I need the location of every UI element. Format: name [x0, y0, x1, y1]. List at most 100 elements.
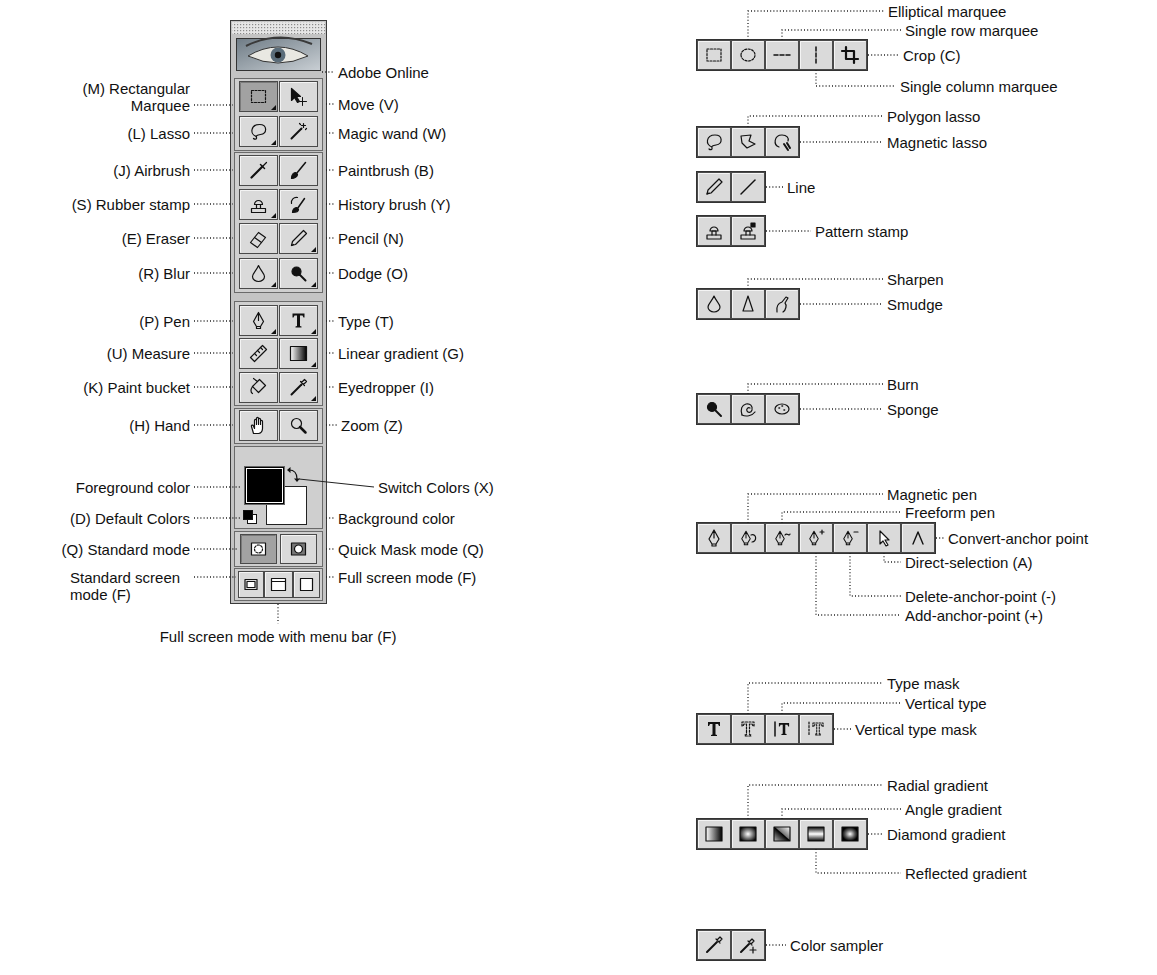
leader-line	[766, 230, 811, 231]
button-highlight	[241, 83, 277, 111]
leader-line	[748, 785, 883, 819]
button-highlight	[835, 525, 866, 552]
tool-label: (M) Rectangular Marquee	[65, 80, 190, 114]
flyout-panel	[697, 216, 766, 247]
button-highlight	[241, 157, 277, 185]
icon-stroke	[252, 125, 266, 140]
tool-icon	[774, 55, 790, 56]
tool-group	[235, 447, 323, 529]
tool-icon	[293, 314, 305, 328]
button-highlight	[266, 573, 292, 597]
icon-stroke	[751, 535, 756, 542]
tool-label: Smudge	[887, 296, 943, 313]
tool-button	[698, 128, 731, 157]
leader-line	[766, 944, 786, 945]
tool-icon	[292, 380, 307, 395]
flyout-triangle	[311, 329, 316, 334]
toolbox-frame	[231, 21, 327, 604]
tool-icon	[253, 266, 265, 282]
icon-stroke	[264, 163, 267, 166]
icon-stroke	[775, 135, 788, 147]
button-highlight	[281, 260, 317, 288]
tool-button	[732, 931, 765, 960]
icon-stroke	[854, 531, 858, 532]
button-highlight	[801, 821, 832, 848]
tool-label: Color sampler	[790, 937, 883, 954]
tool-button	[280, 339, 318, 369]
tool-icon	[707, 49, 721, 61]
icon-stroke	[251, 387, 253, 394]
button-highlight	[241, 225, 277, 253]
leader-line	[800, 303, 883, 304]
tool-button	[732, 715, 765, 744]
leader-line	[748, 11, 884, 40]
flyout-panel	[697, 172, 766, 203]
icon-stroke	[255, 348, 263, 356]
button-highlight	[699, 218, 730, 245]
tool-group	[235, 409, 323, 444]
icon-stroke	[300, 275, 306, 281]
foreground-swatch	[245, 467, 285, 505]
icon-stroke	[751, 223, 755, 227]
leader-line	[194, 203, 233, 204]
icon-stroke	[292, 129, 302, 139]
tool-button	[240, 339, 278, 369]
icon-stroke	[820, 530, 824, 534]
leader-line	[326, 548, 334, 549]
icon-stroke	[844, 531, 853, 545]
tool-icon	[776, 531, 790, 545]
tool-icon	[774, 827, 790, 841]
tool-icon	[775, 135, 790, 150]
tool-icon	[292, 231, 307, 246]
icon-stroke	[774, 722, 776, 736]
tool-label: (P) Pen	[139, 313, 190, 330]
flyout-triangle	[271, 282, 276, 287]
tool-icon	[842, 827, 858, 841]
button-highlight	[282, 536, 316, 563]
leader-line	[816, 553, 901, 615]
tool-icon	[292, 267, 306, 281]
button-highlight	[733, 396, 764, 423]
icon-stroke	[255, 238, 262, 243]
icon-stroke	[292, 543, 306, 555]
tool-label: (D) Default Colors	[70, 510, 190, 527]
flyout-triangle	[311, 396, 316, 401]
icon-stroke	[272, 579, 286, 591]
tool-icon	[708, 403, 722, 417]
tool-label: Foreground color	[76, 479, 190, 496]
icon-stroke	[707, 942, 717, 952]
icon-stroke	[746, 231, 750, 235]
tool-icon	[741, 180, 755, 194]
icon-stroke	[253, 380, 266, 393]
icon-stroke	[300, 427, 306, 433]
icon-stroke	[292, 231, 307, 246]
eye-iris	[271, 48, 286, 63]
icon-stroke	[708, 722, 720, 736]
tool-icon	[880, 531, 889, 546]
tool-icon	[292, 543, 306, 555]
icon-stroke	[779, 406, 785, 410]
icon-stroke	[292, 245, 294, 246]
tool-icon	[742, 531, 756, 545]
tool-button	[240, 190, 278, 220]
button-highlight	[767, 129, 798, 156]
leader-line	[326, 169, 334, 170]
tool-group	[235, 153, 323, 293]
tool-label: Angle gradient	[905, 801, 1002, 818]
tool-icon	[707, 179, 722, 194]
icon-stroke	[707, 49, 721, 61]
button-highlight	[733, 174, 764, 201]
icon-stroke	[744, 227, 752, 231]
icon-stroke	[255, 201, 263, 205]
tool-label: Single column marquee	[900, 78, 1058, 95]
tool-label: Type mask	[887, 675, 960, 692]
icon-stroke	[251, 417, 262, 433]
tool-button	[239, 572, 264, 598]
button-highlight	[733, 218, 764, 245]
tool-label: Type (T)	[338, 313, 394, 330]
icon-stroke	[251, 233, 266, 248]
grip-bar	[232, 22, 325, 34]
tool-icon	[775, 722, 789, 736]
tool-label: (E) Eraser	[122, 230, 190, 247]
button-highlight	[241, 191, 277, 219]
